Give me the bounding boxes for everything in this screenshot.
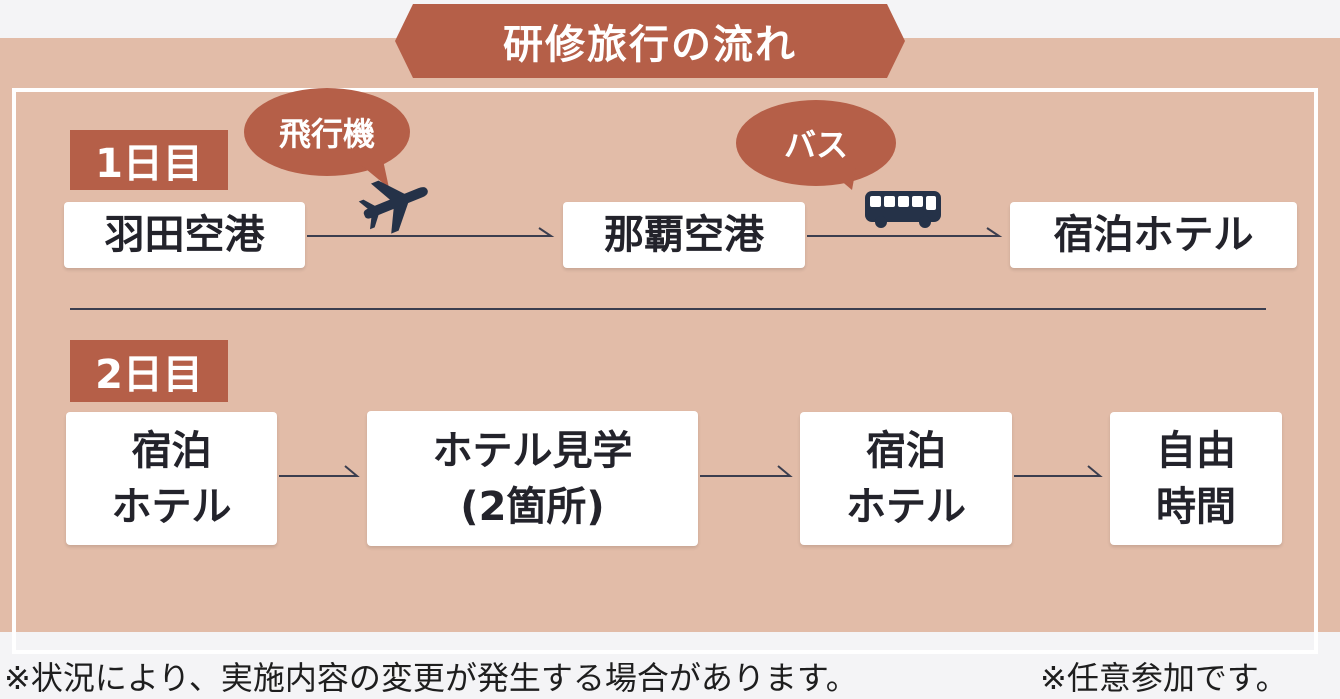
stop-label-line1: 宿泊: [131, 427, 212, 474]
note-optional: ※任意参加です。: [1040, 659, 1288, 697]
transport-bubble-bus: バス: [736, 100, 896, 186]
transport-bubble-plane: 飛行機: [244, 88, 410, 176]
stop-box-hotel-morning: 宿泊 ホテル: [66, 412, 277, 545]
stop-label-line1: ホテル見学: [432, 427, 633, 474]
note-schedule-change: ※状況により、実施内容の変更が発生する場合があります。: [4, 659, 858, 697]
bubble-tail: [826, 168, 856, 190]
stop-label-line1: 自由: [1156, 427, 1236, 474]
stop-label: 那覇空港: [604, 212, 764, 258]
panel-frame: [12, 88, 1318, 654]
bus-icon: [865, 191, 941, 228]
airplane-icon: [358, 180, 428, 234]
page-title: 研修旅行の流れ: [503, 22, 797, 68]
day1-label: 1日目: [70, 130, 228, 190]
stop-box-naha: 那覇空港: [563, 202, 805, 268]
title-banner: 研修旅行の流れ: [395, 4, 905, 78]
day2-label: 2日目: [70, 340, 228, 402]
flow-arrow: [307, 227, 555, 237]
stop-label-line2: 時間: [1156, 483, 1236, 530]
stop-box-hotel-tour: ホテル見学 (2箇所): [367, 411, 698, 546]
stop-box-haneda: 羽田空港: [64, 202, 305, 268]
flow-arrow: [807, 227, 1003, 237]
stop-label-line2: ホテル: [846, 483, 966, 530]
transport-label-bus: バス: [783, 126, 848, 164]
day-divider: [70, 308, 1266, 310]
flow-arrow: [279, 465, 360, 477]
stop-label-line1: 宿泊: [866, 427, 946, 474]
stop-box-hotel-evening: 宿泊 ホテル: [800, 412, 1012, 545]
stop-box-free-time: 自由 時間: [1110, 412, 1282, 545]
transport-label-plane: 飛行機: [278, 115, 375, 153]
bubble-tail: [355, 160, 389, 188]
stop-box-hotel: 宿泊ホテル: [1010, 202, 1297, 268]
flow-arrow: [700, 465, 793, 477]
stop-label-line2: (2箇所): [460, 483, 605, 530]
stop-label-line2: ホテル: [111, 483, 232, 530]
flow-arrow: [1014, 465, 1103, 477]
stop-label: 宿泊ホテル: [1053, 212, 1254, 258]
stop-label: 羽田空港: [104, 212, 265, 258]
